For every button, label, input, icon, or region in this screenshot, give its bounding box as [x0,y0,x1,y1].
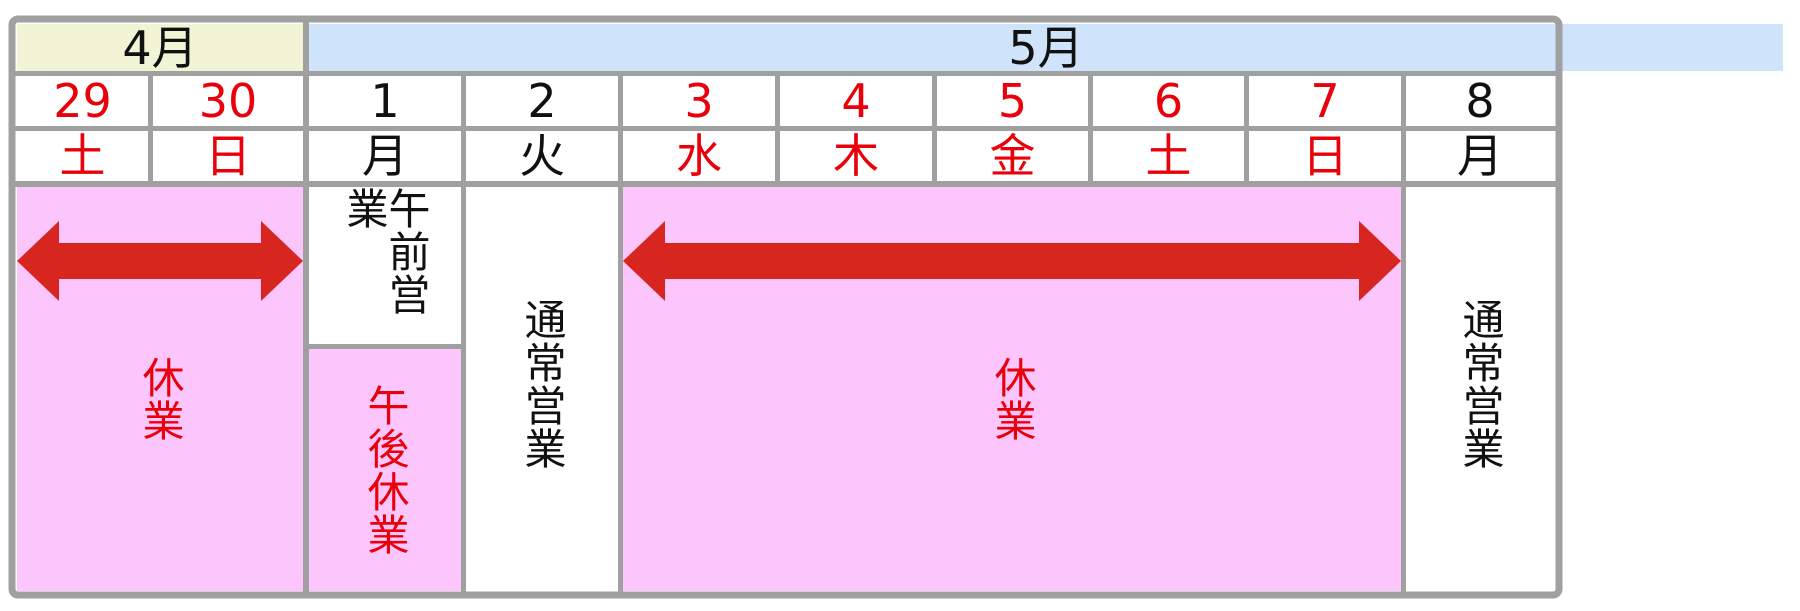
morning-open-label: 午前営業 [340,187,431,316]
weekday-label: 金 [989,129,1036,183]
weekday-cell-7: 日 [1249,131,1401,181]
date-label: 29 [53,74,112,128]
double-arrow-icon-april [17,221,303,301]
weekday-label: 火 [519,129,565,183]
date-cell-5: 5 [937,76,1088,126]
month-label-april: 4月 [122,20,198,75]
date-cell-2: 2 [466,76,618,126]
weekday-cell-5: 金 [937,131,1088,181]
date-cell-30: 30 [153,76,303,126]
date-cell-1: 1 [309,76,461,126]
date-cell-4: 4 [780,76,932,126]
weekday-label: 月 [1457,129,1503,183]
date-label: 2 [527,74,557,128]
month-label-may: 5月 [1008,20,1084,75]
weekday-label: 土 [1145,129,1192,183]
weekday-label: 日 [205,129,251,183]
closed-label-may: 休業 [988,356,1037,442]
weekday-label: 月 [362,129,408,183]
month-header-may: 5月 [309,24,1783,71]
afternoon-closed-cell: 午後休業 [309,349,461,591]
weekday-label: 日 [1302,129,1348,183]
double-arrow-icon-may [623,221,1401,301]
normal-business-cell-2: 通常営業 [466,187,618,591]
date-cell-7: 7 [1249,76,1401,126]
weekday-cell-4: 木 [780,131,932,181]
weekday-cell-1: 月 [309,131,461,181]
weekday-cell-29: 土 [17,131,148,181]
date-cell-3: 3 [623,76,775,126]
weekday-cell-2: 火 [466,131,618,181]
date-label: 5 [997,74,1028,128]
weekday-label: 土 [59,129,106,183]
month-header-april: 4月 [17,24,303,71]
date-label: 1 [370,74,400,128]
weekday-label: 水 [676,129,722,183]
date-label: 4 [841,74,871,128]
date-cell-6: 6 [1093,76,1244,126]
date-label: 30 [198,74,258,128]
date-label: 6 [1153,74,1184,128]
date-cell-29: 29 [17,76,148,126]
date-label: 7 [1310,74,1340,128]
weekday-label: 木 [833,129,879,183]
normal-business-label: 通常営業 [518,298,567,470]
weekday-cell-3: 水 [623,131,775,181]
date-label: 8 [1465,74,1495,128]
date-label: 3 [684,74,714,128]
afternoon-closed-label: 午後休業 [361,384,410,556]
normal-business-label: 通常営業 [1456,298,1505,470]
weekday-cell-8: 月 [1406,131,1554,181]
weekday-cell-6: 土 [1093,131,1244,181]
closed-label-april: 休業 [136,356,185,442]
morning-open-cell: 午前営業 [309,187,461,344]
normal-business-cell-8: 通常営業 [1406,187,1554,591]
weekday-cell-30: 日 [153,131,303,181]
date-cell-8: 8 [1406,76,1554,126]
